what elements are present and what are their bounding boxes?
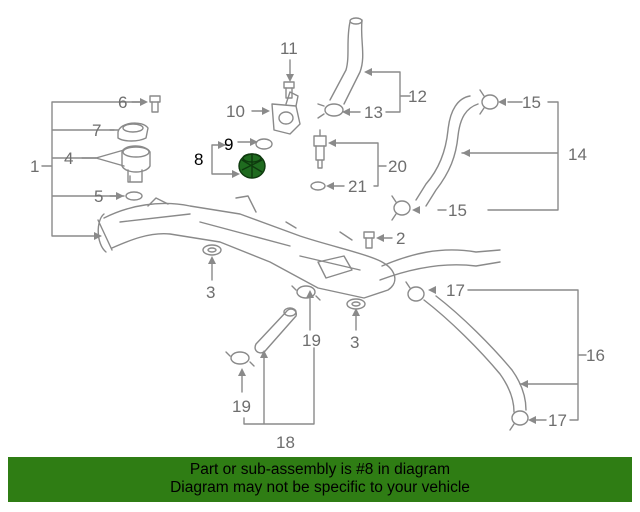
callout-1: 1 [30,157,39,176]
hose-18 [254,307,298,354]
callout-14: 14 [568,145,587,164]
sensor-20 [313,129,327,169]
callout-3-right: 3 [350,333,359,352]
callout-17-top: 17 [446,281,465,300]
callout-3-left: 3 [206,283,215,302]
gasket-3-left [202,244,222,256]
callout-8: 8 [194,150,203,169]
clamp-15-bottom [391,195,411,221]
callout-20: 20 [388,157,407,176]
callout-11: 11 [280,39,298,58]
hose-12 [329,17,364,105]
callout-15-top: 15 [522,93,541,112]
callout-19-bottom: 19 [232,397,251,416]
callout-9: 9 [224,135,233,154]
clamp-13 [317,103,344,119]
water-pipe-assembly [97,195,501,299]
callout-2: 2 [396,229,405,248]
callout-5: 5 [94,187,103,206]
callout-21: 21 [348,177,367,196]
callout-10: 10 [226,102,245,121]
filler-neck-4 [121,145,151,183]
clamp-17-top [405,281,425,302]
callout-7: 7 [92,121,101,140]
arrow-heads [94,68,536,424]
bolt-6 [149,95,161,113]
callout-13: 13 [364,103,383,122]
notice-banner: Part or sub-assembly is #8 in diagram Di… [8,457,632,502]
callout-18: 18 [276,433,295,452]
washer-21 [310,181,326,191]
callout-4: 4 [64,149,73,168]
callout-12: 12 [408,87,427,106]
gasket-5 [125,191,143,201]
bolt-2 [363,231,375,249]
callout-16: 16 [586,346,605,365]
hose-16 [423,295,527,413]
clamp-19-top [291,285,321,301]
gasket-3-right [346,298,366,310]
clamp-19-bottom [225,351,255,367]
clamp-17-bottom [509,410,529,431]
hose-14 [415,95,479,207]
thermostat-8-highlighted [238,153,266,179]
clamp-15-top [479,89,499,115]
notice-line-part: Part or sub-assembly is #8 in diagram [189,461,451,478]
notice-line-disclaimer: Diagram may not be specific to your vehi… [170,479,470,496]
o-ring-9 [255,138,273,150]
callout-15-bottom: 15 [448,201,467,220]
callout-19-top: 19 [302,331,321,350]
bolt-11 [283,81,295,99]
cap-7 [117,122,149,142]
callout-17-bottom: 17 [548,411,567,430]
callout-6: 6 [118,93,127,112]
exploded-parts-diagram: 1 2 3 3 4 5 6 7 8 9 10 11 12 13 14 15 15… [30,17,605,452]
leader-lines [41,59,587,425]
